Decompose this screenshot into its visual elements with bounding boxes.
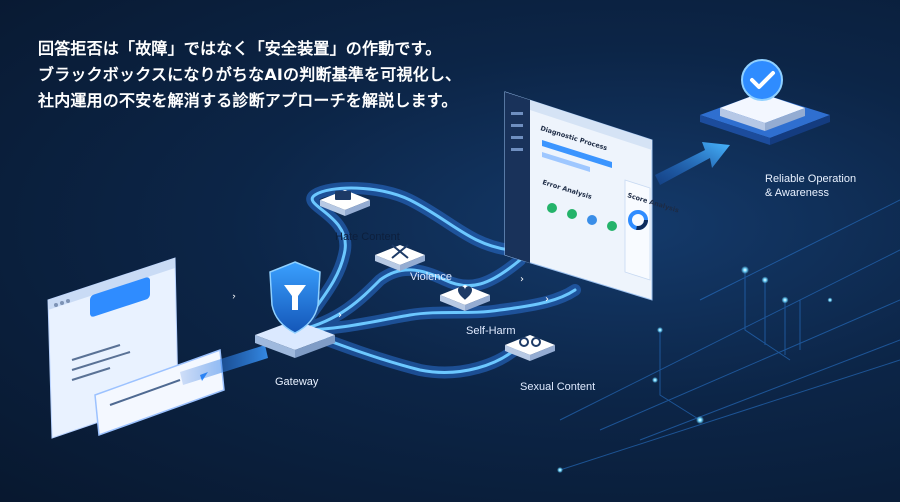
glow-dots [557,266,833,473]
circuit-lines [559,199,900,471]
svg-text:›: › [545,294,549,305]
sexual-node: Sexual Content [505,335,595,393]
headline-line-2: ブラックボックスになりがちなAIの判断基準を可視化し、 [38,65,462,84]
dashboard-sidebar [505,92,530,263]
headline: 回答拒否は「故障」ではなく「安全装置」の作動です。 ブラックボックスになりがちな… [38,36,498,114]
chat-bubble [90,277,150,317]
broken-heart-icon [458,286,472,300]
hate-node: Hate Content [320,190,400,243]
svg-text:›: › [520,274,524,285]
selfharm-node: Self-Harm [440,285,516,337]
gateway-node: Gateway [255,261,335,388]
violence-label: Violence [410,271,452,283]
hand-icon [335,191,351,200]
gender-icon [519,337,541,347]
dashboard-window: Diagnostic Process Error Analysis Score … [504,91,680,301]
gateway-label: Gateway [275,376,319,388]
svg-text:›: › [232,291,236,303]
hate-label: Hate Content [335,231,400,243]
svg-text:›: › [338,310,342,321]
check-icons [547,203,617,231]
selfharm-label: Self-Harm [466,325,516,337]
sexual-label: Sexual Content [520,381,595,393]
check-badge-icon [741,59,783,101]
reliable-label-line2: & Awareness [765,187,830,199]
headline-line-3: 社内運用の不安を解消する診断アプローチを解説します。 [38,91,458,110]
reliable-node: Reliable Operation & Awareness [700,59,856,199]
filter-icon [284,285,306,310]
headline-line-1: 回答拒否は「故障」ではなく「安全装置」の作動です。 [38,39,442,58]
reliable-label-line1: Reliable Operation [765,173,856,185]
output-arrow [655,142,730,185]
swords-icon [391,244,409,259]
input-arrow: › [180,291,268,385]
violence-node: Violence [375,244,452,283]
progress-bars [542,140,612,172]
